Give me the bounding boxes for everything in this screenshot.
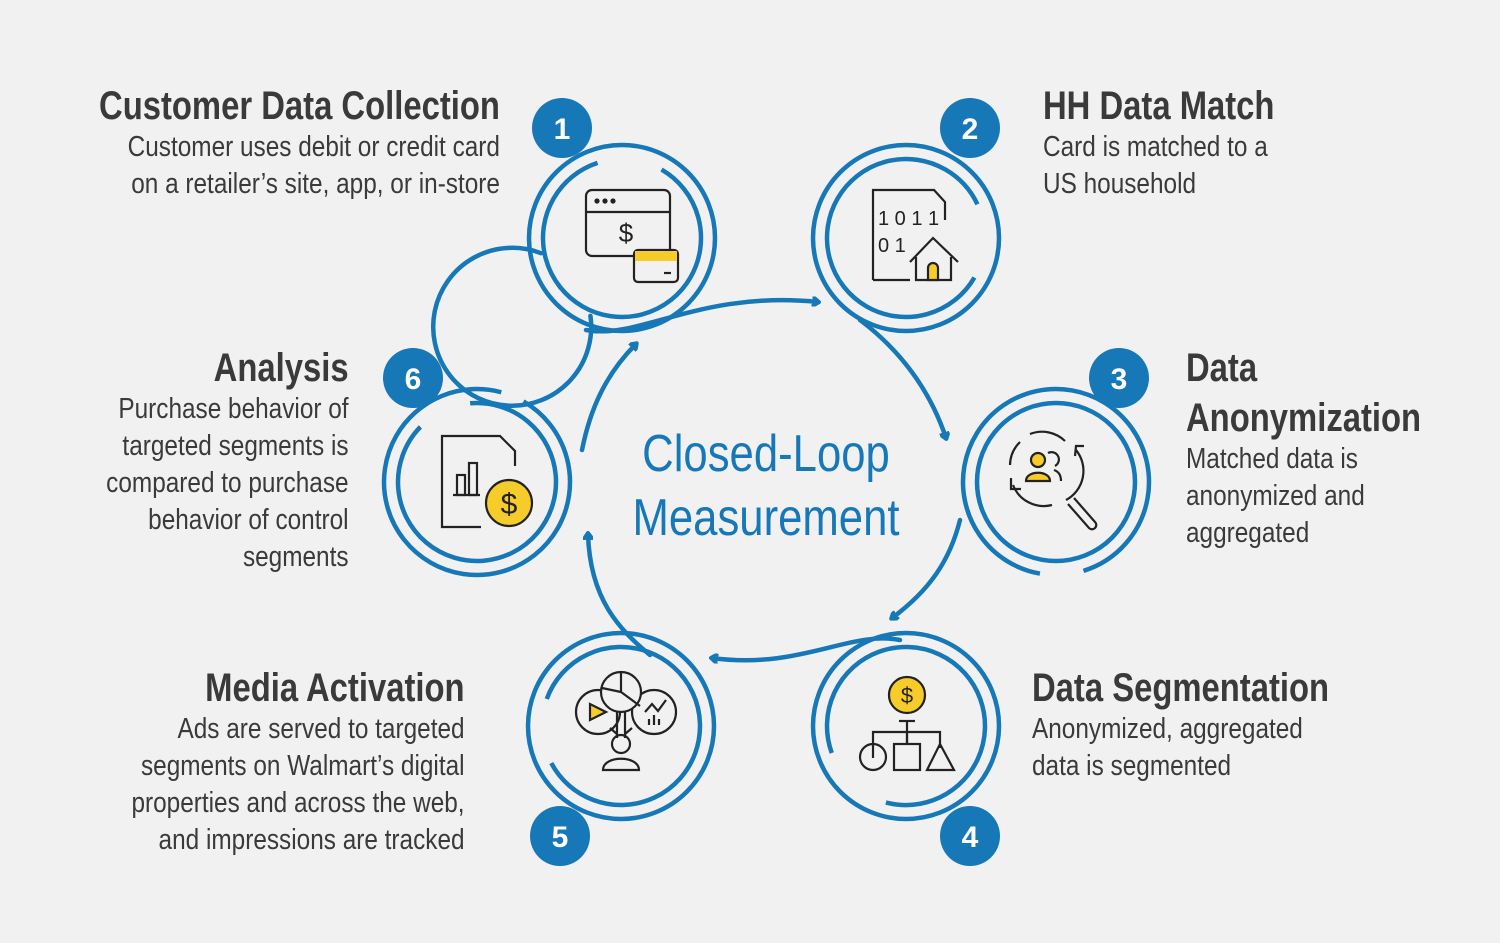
step-6-desc-line: compared to purchase [106, 467, 349, 499]
step-6-desc-line: behavior of control [148, 504, 349, 536]
step-3-desc-line: Matched data is [1186, 443, 1358, 475]
binary-document-house-icon: 1 0 1 1 0 1 [871, 188, 959, 282]
step-6-desc-line: segments [243, 541, 349, 573]
svg-text:1 0 1 1: 1 0 1 1 [878, 208, 939, 230]
step-2-desc-line: Card is matched to a [1043, 131, 1268, 163]
step-3-badge [1089, 348, 1149, 408]
step-4-desc-line: data is segmented [1032, 750, 1232, 782]
user-search-refresh-icon [1008, 430, 1098, 531]
svg-text:$: $ [901, 683, 913, 708]
step-4-title: Data Segmentation [1032, 666, 1330, 710]
connector-2-to-3 [857, 317, 946, 438]
svg-text:4: 4 [962, 821, 979, 854]
step-5-node: 5 [525, 630, 717, 866]
step-6-desc-line: Purchase behavior of [118, 393, 350, 425]
step-6-title: Analysis [214, 346, 349, 390]
step-2-node: 1 0 1 1 0 1 2 [810, 98, 1002, 334]
step-2-title: HH Data Match [1043, 84, 1275, 128]
step-3-text: Data Anonymization Matched data is anony… [1186, 348, 1473, 552]
step-2-desc-line: US household [1043, 168, 1197, 200]
step-4-node: $ 4 [810, 630, 1002, 866]
step-5-desc-line: and impressions are tracked [158, 824, 465, 856]
svg-text:0 1: 0 1 [878, 235, 906, 257]
center-title-line1: Closed-Loop [642, 425, 890, 483]
step-5-desc-line: properties and across the web, [131, 787, 465, 819]
svg-text:5: 5 [552, 821, 569, 854]
step-1-desc-line: on a retailer’s site, app, or in-store [131, 168, 500, 200]
step-5-desc-line: segments on Walmart’s digital [141, 750, 465, 782]
svg-text:$: $ [619, 218, 634, 248]
step-4-text: Data Segmentation Anonymized, aggregated… [1032, 668, 1394, 785]
connector-6-to-1 [579, 344, 636, 453]
center-title-line2: Measurement [632, 489, 900, 547]
step-5-badge [530, 806, 590, 866]
connector-3-to-4 [892, 517, 963, 618]
svg-text:2: 2 [962, 113, 979, 146]
step-3-desc-line: aggregated [1186, 517, 1310, 549]
step-3-node: 3 [960, 348, 1152, 578]
step-4-badge [940, 806, 1000, 866]
report-dollar-icon: $ [440, 434, 534, 529]
step-6-badge [383, 348, 443, 408]
svg-text:3: 3 [1111, 363, 1128, 396]
connector-5-to-6 [588, 534, 653, 658]
step-1-text: Customer Data Collection Customer uses d… [11, 86, 500, 203]
step-6-node: $ 6 [381, 348, 573, 578]
step-4-desc-line: Anonymized, aggregated [1032, 713, 1303, 745]
svg-text:6: 6 [405, 363, 422, 396]
step-3-desc-line: anonymized and [1186, 480, 1365, 512]
step-1-node: $ 1 [430, 98, 718, 408]
media-channels-person-icon [574, 670, 678, 772]
step-1-desc-line: Customer uses debit or credit card [127, 131, 500, 163]
svg-text:$: $ [501, 488, 518, 521]
svg-text:1: 1 [554, 113, 571, 146]
step-2-badge [940, 98, 1000, 158]
step-6-desc-line: targeted segments is [122, 430, 349, 462]
segment-hierarchy-icon: $ [858, 675, 956, 772]
step-5-desc-line: Ads are served to targeted [177, 713, 466, 745]
browser-payment-card-icon: $ [584, 188, 680, 284]
step-3-title-line: Anonymization [1186, 396, 1422, 440]
step-2-text: HH Data Match Card is matched to a US ho… [1043, 86, 1325, 203]
step-1-title: Customer Data Collection [99, 84, 500, 128]
step-3-title-line: Data [1186, 346, 1258, 390]
step-5-title: Media Activation [205, 666, 465, 710]
step-1-badge [532, 98, 592, 158]
step-5-text: Media Activation Ads are served to targe… [68, 668, 465, 859]
step-6-text: Analysis Purchase behavior of targeted s… [60, 348, 349, 576]
